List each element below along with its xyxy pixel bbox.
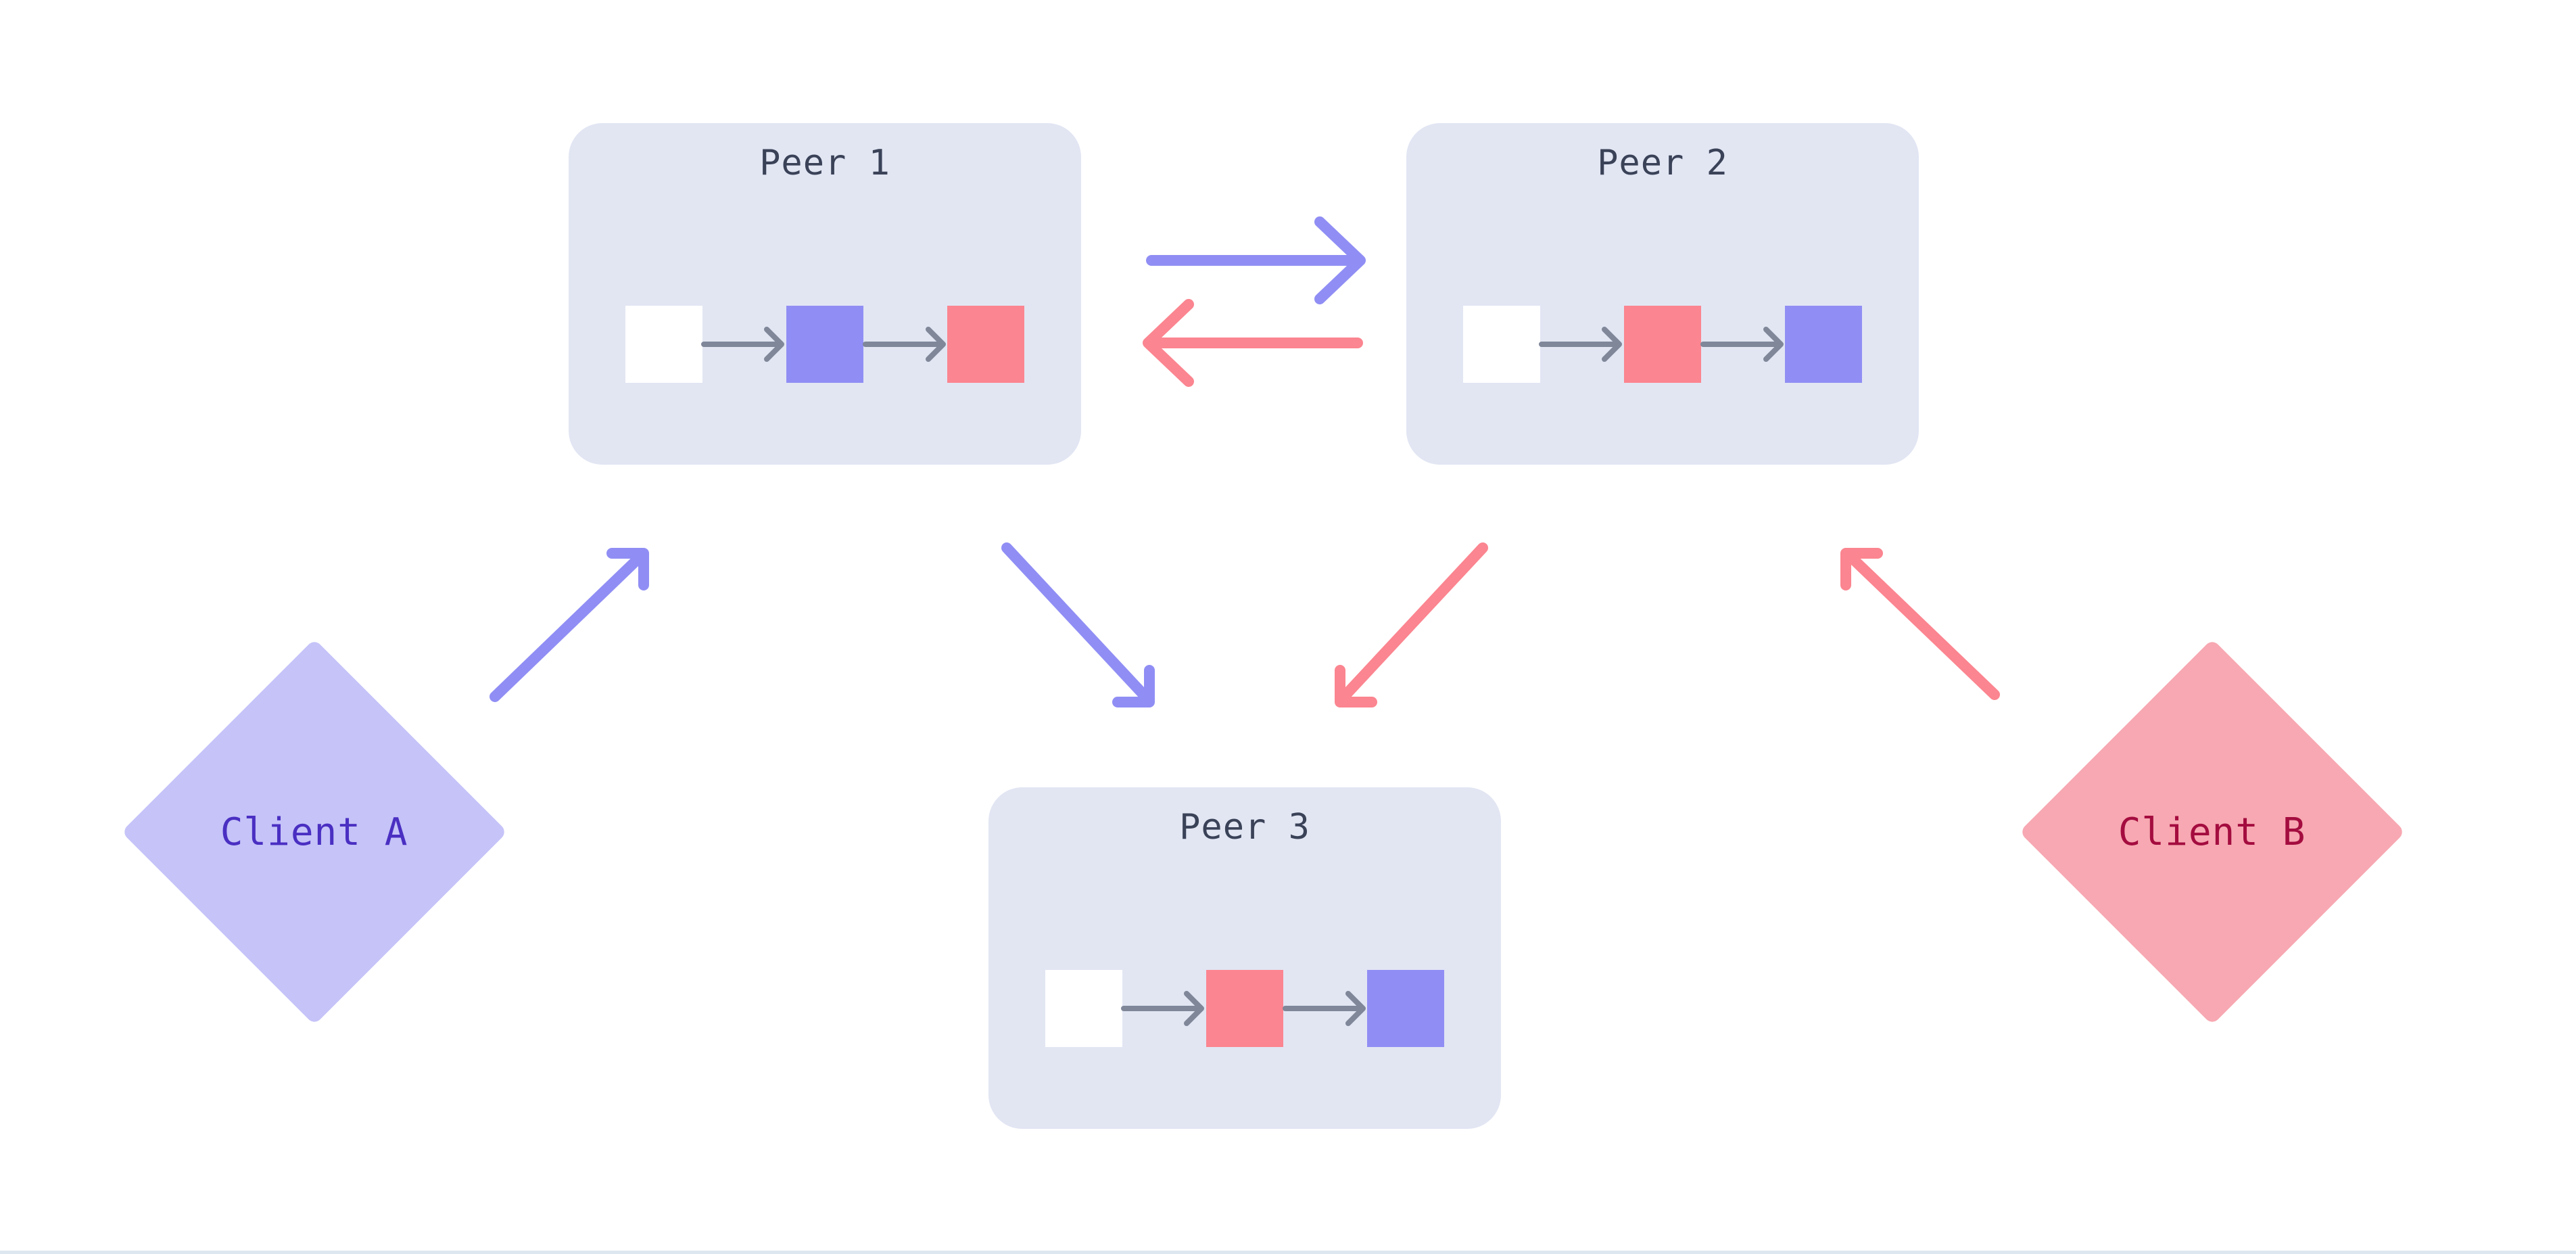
client-a-label: Client A <box>220 810 408 854</box>
peer-3-state-square-3 <box>1367 970 1444 1047</box>
peer-1-state-square-1 <box>625 306 702 383</box>
peer-1-title: Peer 1 <box>759 143 890 183</box>
peer-2-state-square-3 <box>1785 306 1862 383</box>
peer-2-state-square-2 <box>1624 306 1701 383</box>
peer-1-state-square-2 <box>786 306 863 383</box>
peer-2-box: Peer 2 <box>1406 123 1919 465</box>
peer-1-box: Peer 1 <box>569 123 1081 465</box>
bottom-edge-divider <box>0 1251 2576 1254</box>
peer-2-title: Peer 2 <box>1597 143 1728 183</box>
peer-2-state-square-1 <box>1463 306 1540 383</box>
arrow-peer1-to-peer3-icon <box>1001 542 1155 707</box>
peer-3-state-square-1 <box>1045 970 1122 1047</box>
arrow-peer1-to-peer2-icon <box>1146 216 1366 304</box>
arrow-peer2-to-peer1-icon <box>1143 299 1363 387</box>
arrow-clientb-to-peer2-icon <box>1840 548 2000 700</box>
peer-1-state-square-3 <box>947 306 1024 383</box>
client-a-diamond: Client A <box>121 638 508 1025</box>
client-b-label: Client B <box>2118 810 2306 854</box>
peer-3-title: Peer 3 <box>1179 807 1310 847</box>
peer-3-state-square-2 <box>1206 970 1283 1047</box>
arrow-clienta-to-peer1-icon <box>490 548 649 702</box>
client-b-diamond: Client B <box>2019 638 2406 1025</box>
peer-3-box: Peer 3 <box>988 787 1501 1129</box>
arrow-peer2-to-peer3-icon <box>1335 542 1488 707</box>
